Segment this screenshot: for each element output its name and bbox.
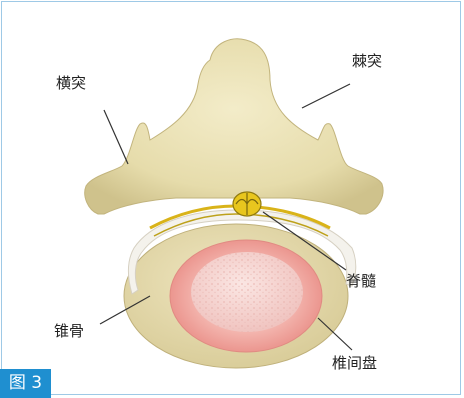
posterior-arch (85, 39, 383, 214)
label-transverse-process: 横突 (56, 72, 86, 93)
label-spinal-cord: 脊髓 (346, 270, 376, 291)
figure-badge: 图 3 (0, 369, 51, 398)
leader-spinous (302, 84, 350, 108)
label-spinous-process: 棘突 (352, 50, 382, 71)
leader-transverse (104, 110, 128, 164)
label-intervertebral-disc: 椎间盘 (332, 352, 377, 373)
label-vertebral-body: 锥骨 (54, 320, 84, 341)
